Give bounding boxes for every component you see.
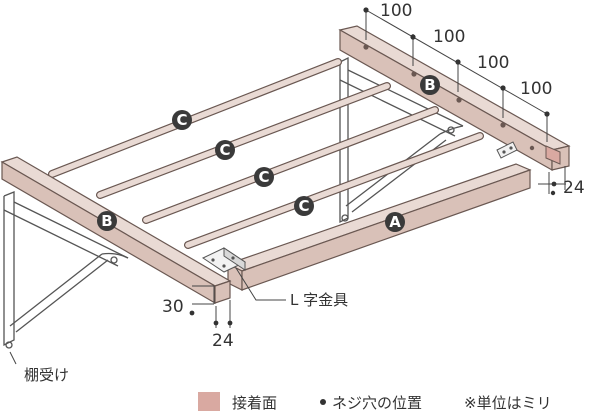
marker-a: A (385, 212, 405, 232)
rod-4 (184, 132, 484, 249)
rod-3 (142, 106, 439, 224)
front-rail (226, 163, 532, 291)
rod-1 (48, 58, 342, 178)
svg-text:C: C (298, 197, 309, 215)
left-shelf-support (3, 191, 129, 349)
svg-text:B: B (424, 76, 435, 94)
front-depth-dimension: 24 (212, 331, 234, 351)
rod-2 (96, 82, 391, 199)
legend-glue-label: 接着面 (232, 394, 277, 412)
spacing-dimension-4: 100 (520, 79, 552, 99)
front-height-dot (189, 310, 195, 316)
marker-c-1: C (172, 110, 192, 130)
right-depth-dot (551, 181, 557, 187)
marker-c-3: C (254, 167, 274, 187)
right-l-bracket (496, 141, 518, 159)
spacing-dimension-1: 100 (380, 1, 412, 21)
svg-text:C: C (176, 111, 187, 129)
right-depth-dimension: 24 (563, 178, 585, 198)
svg-text:C: C (219, 141, 230, 159)
shelf-support-leader (9, 351, 17, 365)
marker-c-2: C (215, 140, 235, 160)
front-depth-dot-1 (213, 320, 219, 326)
marker-b-right: B (420, 75, 440, 95)
spacing-dimension-3: 100 (477, 53, 509, 73)
spacing-dimension-2: 100 (433, 27, 465, 47)
legend-unit-note: ※単位はミリ (464, 394, 552, 412)
l-bracket-label: L 字金具 (290, 291, 348, 309)
front-depth-dot-2 (227, 320, 233, 326)
l-bracket-leader (235, 267, 286, 301)
right-side-board (338, 25, 571, 172)
left-side-board (0, 156, 232, 305)
front-l-bracket (201, 247, 247, 273)
marker-b-left: B (97, 211, 117, 231)
spacing-dimension-dots (363, 7, 550, 117)
rods (48, 58, 484, 249)
shelf-support-label: 棚受け (24, 366, 69, 384)
legend-hole-label: ネジ穴の位置 (332, 394, 422, 412)
marker-c-4: C (294, 196, 314, 216)
glue-swatch (198, 392, 220, 411)
legend: 接着面 ネジ穴の位置 ※単位はミリ (198, 392, 552, 412)
svg-text:C: C (258, 168, 269, 186)
front-height-dimension: 30 (162, 297, 184, 317)
svg-text:B: B (101, 212, 112, 230)
legend-hole-dot (320, 399, 326, 405)
right-depth-dot-2 (550, 190, 556, 196)
svg-text:A: A (389, 213, 401, 231)
